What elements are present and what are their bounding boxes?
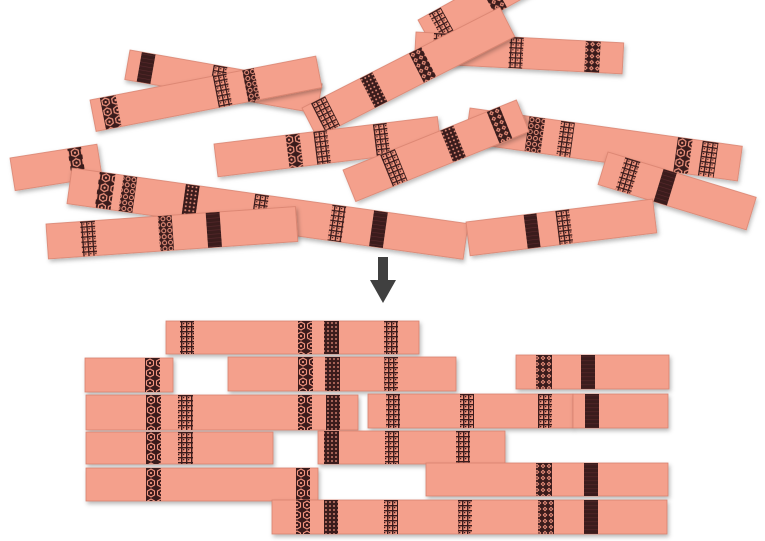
diamonds-band <box>536 463 552 496</box>
lattice-band <box>460 394 474 428</box>
strip-body <box>166 321 419 354</box>
arranged-strip <box>318 431 505 464</box>
scattered-strip <box>466 199 657 256</box>
arranged-strip <box>573 394 668 428</box>
dots-band <box>324 431 339 464</box>
scattered-strips-group <box>10 0 756 259</box>
lattice-band <box>178 432 193 464</box>
strip-body <box>86 468 318 501</box>
diamonds-band <box>584 41 601 73</box>
circles-band <box>158 215 174 251</box>
strip-body <box>228 357 456 391</box>
dots-band <box>326 395 340 430</box>
solid-band <box>206 212 222 248</box>
hexagon-band <box>298 357 313 391</box>
diamonds-band <box>536 355 552 389</box>
hexagon-band <box>298 321 312 354</box>
lattice-band <box>456 431 470 464</box>
lattice-band <box>386 394 400 428</box>
hexagon-band <box>296 500 310 534</box>
hexagon-band <box>296 468 310 501</box>
arranged-strip <box>85 358 173 392</box>
arranged-strip <box>516 355 669 389</box>
lattice-band <box>508 37 524 69</box>
lattice-band <box>384 357 398 391</box>
lattice-band <box>80 221 97 257</box>
arrow-head <box>370 280 396 303</box>
arranged-strip <box>368 394 573 428</box>
lattice-band <box>538 394 552 428</box>
lattice-band <box>458 500 472 534</box>
dots-band <box>324 321 339 354</box>
strip-body <box>86 395 358 430</box>
solid-band <box>584 463 598 496</box>
solid-band <box>585 394 599 428</box>
arranged-strip <box>86 468 318 501</box>
lattice-band <box>180 321 194 354</box>
arrow-shaft <box>378 257 388 281</box>
arranged-strip <box>86 432 273 464</box>
hexagon-band <box>298 395 312 430</box>
lattice-band <box>384 321 398 354</box>
hexagon-band <box>146 395 161 430</box>
hexagon-band <box>146 432 161 464</box>
solid-band <box>584 500 598 534</box>
diamonds-band <box>538 500 554 534</box>
arranged-strip <box>228 357 456 391</box>
dots-band <box>324 500 338 534</box>
arranged-strip <box>166 321 419 354</box>
arranged-strip <box>272 500 667 534</box>
hexagon-band <box>145 358 160 392</box>
hexagon-band <box>146 468 161 501</box>
solid-band <box>581 355 595 389</box>
lattice-band <box>384 500 398 534</box>
lattice-band <box>385 431 399 464</box>
lattice-band <box>178 395 193 430</box>
arranged-strips-group <box>85 321 669 534</box>
arranged-strip <box>426 463 668 496</box>
strip-body <box>318 431 505 464</box>
arranged-strip <box>86 395 358 430</box>
arrow-down-icon <box>370 257 396 303</box>
dots-band <box>325 357 340 391</box>
